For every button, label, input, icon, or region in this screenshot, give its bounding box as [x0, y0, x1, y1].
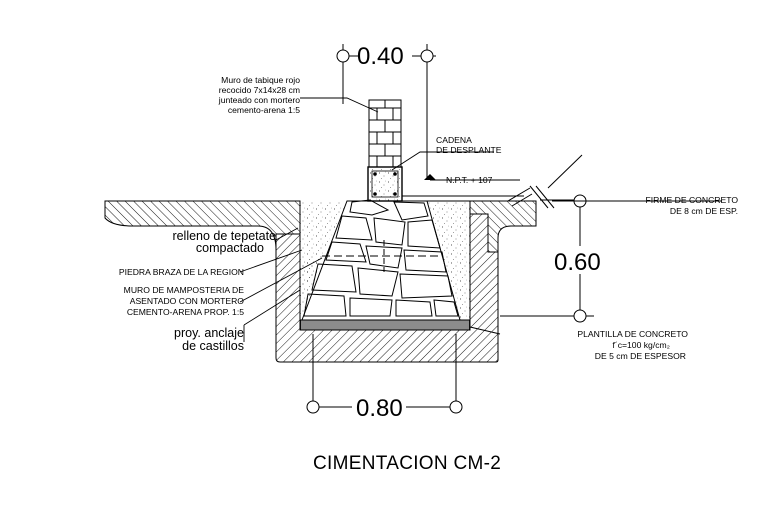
svg-text:de castillos: de castillos [182, 339, 244, 353]
svg-text:relleno de tepetate: relleno de tepetate [172, 229, 276, 243]
dimension-base-width [306, 334, 463, 414]
label-muro-tabique: Muro de tabique rojo recocido 7x14x28 cm… [218, 75, 300, 115]
label-npt: N.P.T. + 107 [446, 175, 493, 185]
label-muro-mamposteria: MURO DE MAMPOSTERIA DE ASENTADO CON MORT… [124, 285, 245, 317]
svg-text:DE 5 cm DE ESPESOR: DE 5 cm DE ESPESOR [595, 351, 686, 361]
tie-beam-cadena [367, 166, 403, 202]
svg-text:recocido 7x14x28 cm: recocido 7x14x28 cm [219, 85, 300, 95]
svg-text:DE DESPLANTE: DE DESPLANTE [436, 145, 502, 155]
label-piedra: PIEDRA BRAZA DE LA REGION [119, 267, 244, 277]
label-cadena: CADENA DE DESPLANTE [436, 135, 502, 155]
label-firme: FIRME DE CONCRETO DE 8 cm DE ESP. [646, 195, 739, 216]
svg-text:PLANTILLA DE CONCRETO: PLANTILLA DE CONCRETO [577, 329, 688, 339]
svg-text:junteado con mortero: junteado con mortero [218, 95, 300, 105]
dimension-height [500, 194, 594, 323]
label-relleno: relleno de tepetate compactado [172, 229, 276, 255]
svg-text:MURO DE MAMPOSTERIA DE: MURO DE MAMPOSTERIA DE [124, 285, 245, 295]
dimension-label-0.80: 0.80 [356, 395, 403, 422]
label-plantilla: PLANTILLA DE CONCRETO f´c=100 kg/cm₂ DE … [577, 329, 688, 361]
dimension-label-0.40: 0.40 [357, 43, 404, 70]
svg-text:compactado: compactado [196, 241, 264, 255]
leader-lines [239, 97, 722, 342]
npt-level-marker [424, 174, 436, 180]
concrete-base-plantilla [299, 319, 471, 331]
ground-soil [104, 200, 537, 363]
brick-wall [368, 99, 402, 168]
concrete-slab-firme [402, 154, 583, 209]
svg-text:DE 8 cm DE ESP.: DE 8 cm DE ESP. [670, 206, 738, 216]
svg-text:ASENTADO CON MORTERO: ASENTADO CON MORTERO [130, 296, 245, 306]
label-anclaje: proy. anclaje de castillos [174, 326, 244, 353]
svg-text:proy. anclaje: proy. anclaje [174, 326, 244, 340]
dimension-label-0.60: 0.60 [554, 249, 601, 276]
svg-text:FIRME DE CONCRETO: FIRME DE CONCRETO [646, 195, 739, 205]
svg-text:cemento-arena 1:5: cemento-arena 1:5 [228, 105, 300, 115]
drawing-title: CIMENTACION CM-2 [313, 453, 501, 474]
svg-text:CEMENTO-ARENA PROP. 1:5: CEMENTO-ARENA PROP. 1:5 [127, 307, 244, 317]
svg-text:f´c=100 kg/cm₂: f´c=100 kg/cm₂ [612, 340, 670, 350]
svg-text:CADENA: CADENA [436, 135, 472, 145]
dimension-wall-width [336, 44, 436, 178]
svg-text:Muro de tabique rojo: Muro de tabique rojo [221, 75, 300, 85]
